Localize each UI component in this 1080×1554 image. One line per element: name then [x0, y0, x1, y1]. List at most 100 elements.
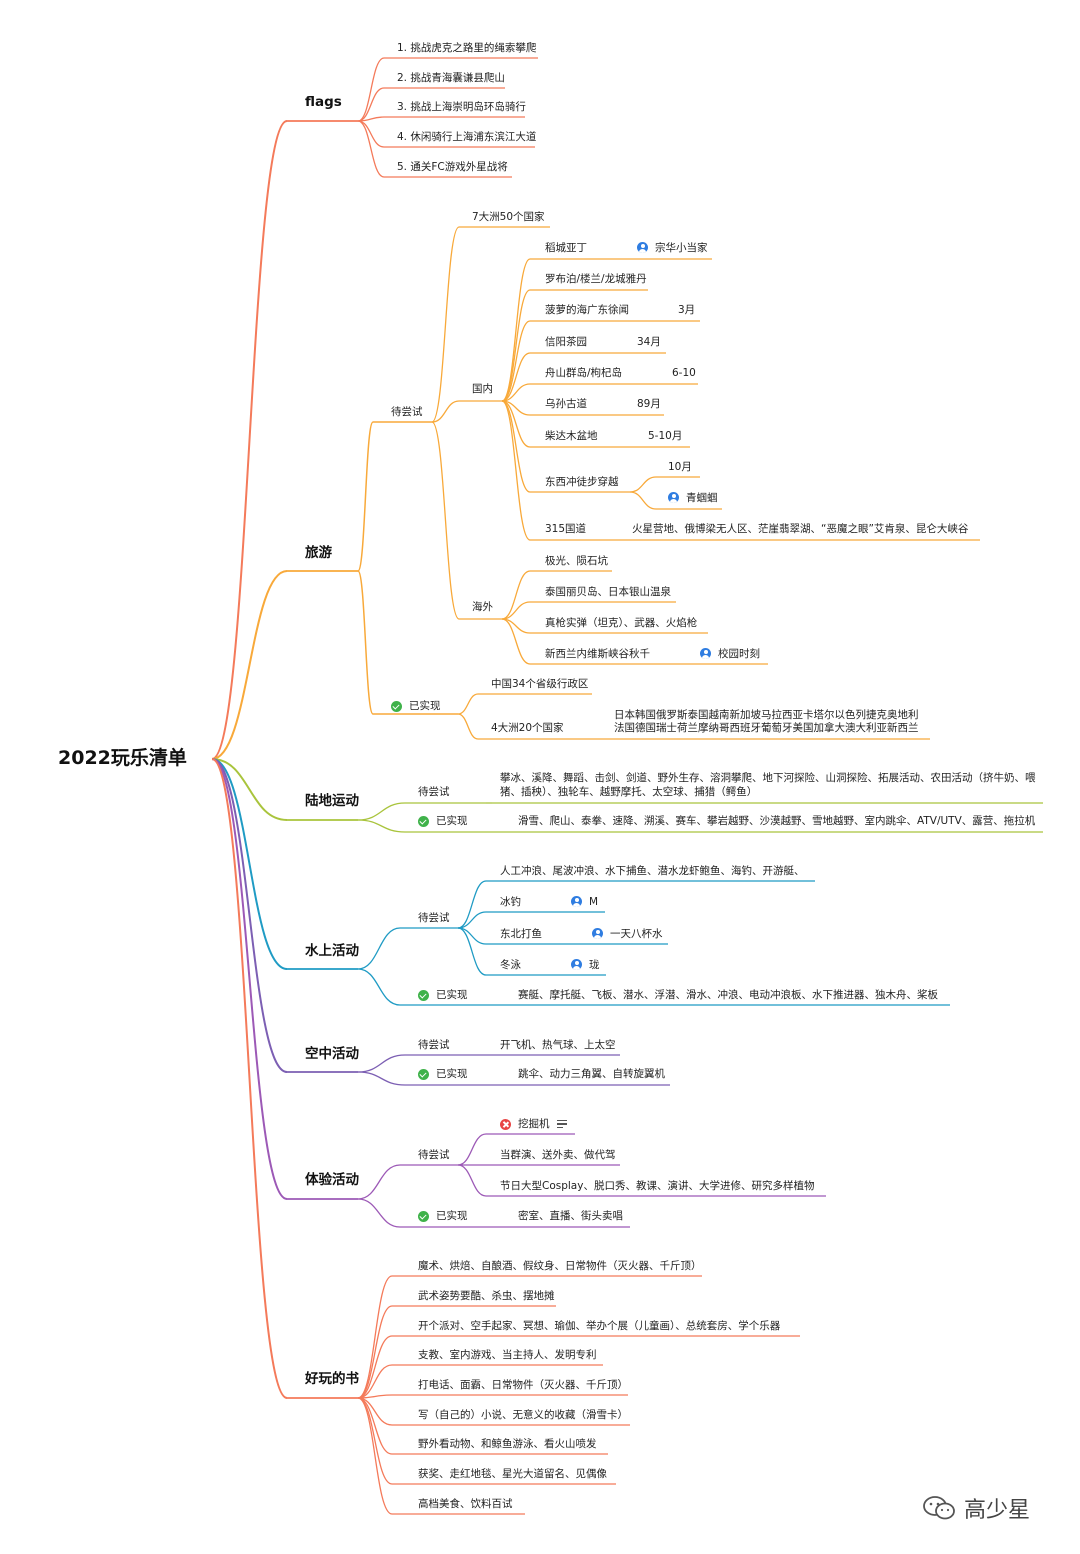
connector-line: [211, 758, 288, 1073]
branch-books[interactable]: 好玩的书: [305, 1371, 359, 1387]
water-done-label[interactable]: 已实现: [436, 989, 468, 1001]
branch-water[interactable]: 水上活动: [305, 943, 359, 959]
air-try-label[interactable]: 待尝试: [418, 1039, 450, 1051]
overseas-item-1[interactable]: 极光、陨石坑: [545, 555, 608, 567]
flag-item-5[interactable]: 5. 通关FC游戏外星战将: [397, 161, 508, 173]
connector-line: [501, 383, 531, 402]
connector-line: [501, 400, 531, 541]
connector-line: [357, 1054, 406, 1073]
book-item-6[interactable]: 写（自己的）小说、无意义的收藏（滑雪卡）: [418, 1409, 628, 1421]
branch-travel[interactable]: 旅游: [305, 545, 332, 561]
domestic-item-4[interactable]: 信阳茶园: [545, 336, 587, 348]
branch-air[interactable]: 空中活动: [305, 1046, 359, 1062]
domestic-item-5[interactable]: 舟山群岛/枸杞岛: [545, 367, 623, 379]
connector-line: [357, 968, 401, 1006]
book-item-9[interactable]: 高档美食、饮料百试: [418, 1498, 513, 1510]
overseas-item-2[interactable]: 泰国丽贝岛、日本银山温泉: [545, 586, 671, 598]
connector-line: [357, 87, 385, 122]
water-try-label[interactable]: 待尝试: [418, 912, 450, 924]
connector-line: [629, 476, 657, 493]
experience-try-label[interactable]: 待尝试: [418, 1149, 450, 1161]
book-item-1[interactable]: 魔术、烘焙、自酿酒、假纹身、日常物件（灭火器、千斤顶）: [418, 1260, 702, 1272]
user-icon: [700, 648, 711, 659]
book-item-3[interactable]: 开个派对、空手起家、冥想、瑜伽、举办个展（儿童画）、总统套房、学个乐器: [418, 1320, 781, 1332]
travel-overseas-label[interactable]: 海外: [472, 601, 493, 613]
overseas-item-4[interactable]: 新西兰内维斯峡谷秋千: [545, 648, 650, 660]
connector-line: [357, 120, 385, 178]
air-try-text: 开飞机、热气球、上太空: [500, 1039, 616, 1051]
water-item-1[interactable]: 人工冲浪、尾波冲浪、水下捕鱼、潜水龙虾鲍鱼、海钓、开游艇、: [500, 865, 805, 877]
domestic-item-4-note: 34月: [637, 336, 661, 348]
root-title[interactable]: 2022玩乐清单: [58, 747, 187, 769]
overseas-item-3[interactable]: 真枪实弹（坦克）、武器、火焰枪: [545, 617, 698, 629]
domestic-item-3[interactable]: 菠萝的海广东徐闻: [545, 304, 629, 316]
overseas-item-4-note: 校园时刻: [718, 648, 760, 660]
domestic-item-1[interactable]: 稻城亚丁: [545, 242, 587, 254]
book-item-4[interactable]: 支教、室内游戏、当主持人、发明专利: [418, 1349, 597, 1361]
connector-line: [457, 911, 487, 929]
connector-line: [357, 1071, 406, 1086]
countries-line-2: 法国德国瑞士荷兰摩纳哥西班牙葡萄牙美国加拿大澳大利亚新西兰: [614, 722, 919, 734]
flag-item-3[interactable]: 3. 挑战上海崇明岛环岛骑行: [397, 101, 526, 113]
travel-continents[interactable]: 7大洲50个国家: [472, 211, 545, 223]
connector-line: [357, 1275, 393, 1399]
connector-line: [211, 120, 288, 760]
domestic-item-8-note1: 10月: [668, 461, 692, 473]
travel-domestic-label[interactable]: 国内: [472, 383, 493, 395]
experience-done-label[interactable]: 已实现: [436, 1210, 468, 1222]
book-item-2[interactable]: 武术姿势要酷、杀虫、摆地摊: [418, 1290, 555, 1302]
water-item-3[interactable]: 东北打鱼: [500, 928, 542, 940]
book-item-7[interactable]: 野外看动物、和鲸鱼游泳、看火山喷发: [418, 1438, 597, 1450]
connector-line: [501, 352, 531, 402]
domestic-item-5-note: 6-10: [672, 367, 696, 379]
travel-try-label[interactable]: 待尝试: [391, 406, 423, 418]
air-done-label[interactable]: 已实现: [436, 1068, 468, 1080]
water-item-4[interactable]: 冬泳: [500, 959, 521, 971]
connector-line: [357, 1335, 393, 1399]
book-item-5[interactable]: 打电话、面霸、日常物件（灭火器、千斤顶）: [418, 1379, 628, 1391]
check-icon: [418, 1211, 429, 1222]
book-item-8[interactable]: 获奖、走红地毯、星光大道留名、见偶像: [418, 1468, 607, 1480]
check-icon: [418, 990, 429, 1001]
notes-icon[interactable]: [557, 1120, 567, 1129]
travel-done-label[interactable]: 已实现: [409, 700, 441, 712]
domestic-item-8[interactable]: 东西冲徒步穿越: [545, 476, 619, 488]
connector-line: [501, 570, 531, 620]
domestic-item-9-note: 火星营地、俄博梁无人区、茫崖翡翠湖、“恶魔之眼”艾肯泉、昆仑大峡谷: [632, 523, 969, 535]
domestic-item-7[interactable]: 柴达木盆地: [545, 430, 598, 442]
user-icon: [592, 928, 603, 939]
domestic-item-2[interactable]: 罗布泊/楼兰/龙城雅丹: [545, 273, 647, 285]
water-item-2[interactable]: 冰钓: [500, 896, 521, 908]
travel-done-countries[interactable]: 4大洲20个国家: [491, 722, 564, 734]
domestic-item-6[interactable]: 乌孙古道: [545, 398, 587, 410]
flag-item-2[interactable]: 2. 挑战青海囊谦县爬山: [397, 72, 505, 84]
land-try-label[interactable]: 待尝试: [418, 786, 450, 798]
check-icon: [418, 816, 429, 827]
connector-line: [357, 1198, 401, 1228]
experience-item-3[interactable]: 节日大型Cosplay、脱口秀、教课、演讲、大学进修、研究多样植物: [500, 1180, 815, 1192]
domestic-item-9[interactable]: 315国道: [545, 523, 587, 535]
connector-line: [211, 758, 288, 1200]
error-icon: [500, 1119, 511, 1130]
connector-line: [211, 758, 288, 821]
water-item-4-note: 珑: [589, 959, 600, 971]
check-icon: [418, 1069, 429, 1080]
travel-done-provinces[interactable]: 中国34个省级行政区: [491, 678, 589, 690]
connector-line: [211, 758, 288, 1399]
water-item-3-note: 一天八杯水: [610, 928, 663, 940]
wechat-icon: [923, 1496, 955, 1520]
connector-line: [431, 400, 460, 423]
branch-land[interactable]: 陆地运动: [305, 793, 359, 809]
connector-line: [501, 618, 531, 665]
flag-item-4[interactable]: 4. 休闲骑行上海浦东滨江大道: [397, 131, 537, 143]
connector-line: [501, 258, 531, 402]
branch-experience[interactable]: 体验活动: [305, 1172, 359, 1188]
connector-line: [357, 819, 406, 833]
land-done-label[interactable]: 已实现: [436, 815, 468, 827]
flag-item-1[interactable]: 1. 挑战虎克之路里的绳索攀爬: [397, 42, 537, 54]
branch-flags[interactable]: flags: [305, 94, 342, 110]
experience-item-1[interactable]: 挖掘机: [518, 1118, 550, 1130]
connector-line: [211, 570, 288, 760]
experience-item-2[interactable]: 当群演、送外卖、做代驾: [500, 1149, 616, 1161]
